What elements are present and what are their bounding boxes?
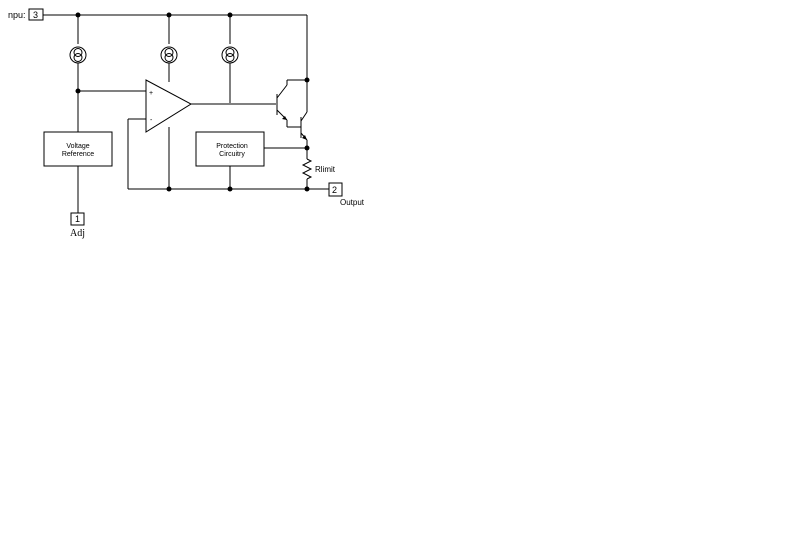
input-pin: npu: 3 [8, 8, 44, 21]
current-source-2 [160, 15, 178, 82]
opamp-triangle-icon [145, 79, 192, 133]
darlington-transistors [276, 77, 310, 151]
current-source-1 [69, 15, 87, 91]
junction-dot [227, 186, 233, 192]
output-pin-number: 2 [332, 185, 337, 195]
protection-block: Protection Circuitry [195, 131, 307, 189]
voltage-reference-label-line2: Reference [62, 151, 94, 158]
adj-pin-number: 1 [75, 214, 80, 224]
opamp-minus-sign: - [150, 117, 153, 124]
protection-box [195, 131, 265, 167]
output-pin-box [328, 182, 343, 197]
protection-label-line2: Circuitry [219, 151, 245, 158]
protection-label-line1: Protection [216, 143, 248, 150]
reference-node [75, 88, 146, 132]
output-pin-label: Output [340, 198, 365, 207]
voltage-reference-box [43, 131, 113, 167]
junction-dot [166, 186, 172, 192]
current-source-icon [69, 46, 87, 64]
voltage-reference-label-line1: Voltage [66, 143, 89, 150]
output-rail [128, 186, 329, 192]
current-source-3 [221, 15, 239, 103]
input-pin-number: 3 [33, 10, 38, 20]
error-amplifier: + - [127, 79, 276, 189]
junction-dot [304, 186, 310, 192]
output-pin: 2 Output [328, 182, 365, 207]
current-source-icon [160, 46, 178, 64]
resistor-icon [301, 158, 313, 180]
input-rail [43, 12, 308, 80]
rlimit-label: Rlimit [315, 165, 336, 174]
adj-pin: 1 Adj [70, 212, 85, 239]
adj-pin-box [70, 212, 85, 226]
current-source-icon [221, 46, 239, 64]
opamp-plus-sign: + [149, 90, 153, 97]
adj-pin-label: Adj [70, 228, 85, 239]
input-pin-label: npu: [8, 10, 26, 20]
voltage-reference-block: Voltage Reference [43, 131, 113, 213]
